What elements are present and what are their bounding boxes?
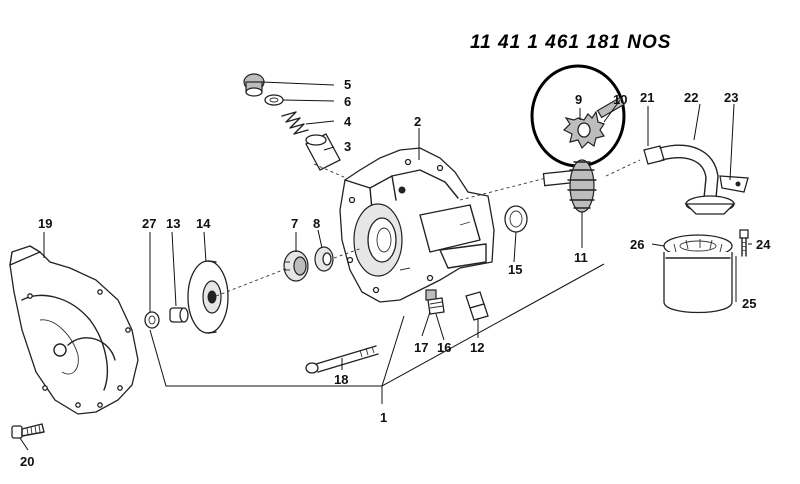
label-5: 5 — [344, 77, 351, 92]
gear-9 — [562, 96, 625, 150]
label-9: 9 — [575, 92, 582, 107]
label-14: 14 — [196, 216, 211, 231]
label-25: 25 — [742, 296, 756, 311]
spacer-13 — [169, 307, 189, 323]
part-number-title: 11 41 1 461 181 NOS — [470, 32, 671, 53]
label-22: 22 — [684, 90, 698, 105]
label-6: 6 — [344, 94, 351, 109]
label-21: 21 — [640, 90, 654, 105]
plug-16 — [427, 297, 445, 315]
label-18: 18 — [334, 372, 348, 387]
label-12: 12 — [470, 340, 484, 355]
label-17: 17 — [414, 340, 428, 355]
label-7: 7 — [291, 216, 298, 231]
drive-gear-11 — [542, 159, 597, 213]
label-27: 27 — [142, 216, 156, 231]
cover-plate — [9, 245, 139, 415]
label-1: 1 — [380, 410, 387, 425]
cover-bolt — [11, 423, 45, 439]
label-3: 3 — [344, 139, 351, 154]
label-20: 20 — [20, 454, 34, 469]
label-11: 11 — [574, 250, 588, 265]
oil-filter — [663, 234, 733, 314]
label-23: 23 — [724, 90, 738, 105]
label-26: 26 — [630, 237, 644, 252]
label-19: 19 — [38, 216, 52, 231]
assembly-axis-lines — [215, 159, 641, 297]
label-13: 13 — [166, 216, 180, 231]
highlight-circle — [530, 64, 626, 168]
pump-housing — [339, 147, 495, 303]
pickup-pipe — [643, 144, 749, 215]
washer-6 — [264, 94, 284, 106]
valve-piston-3 — [305, 133, 341, 171]
seal-ring-15 — [504, 205, 528, 233]
label-2: 2 — [414, 114, 421, 129]
part-labels: 1 2 3 4 5 6 7 8 9 10 11 12 13 14 15 16 1… — [20, 77, 771, 469]
bearing-7 — [283, 250, 309, 282]
label-24: 24 — [756, 237, 771, 252]
label-4: 4 — [344, 114, 352, 129]
leader-lines — [19, 81, 752, 451]
long-bolt-18 — [305, 345, 379, 374]
label-15: 15 — [508, 262, 522, 277]
label-16: 16 — [437, 340, 451, 355]
fitting-12 — [465, 291, 489, 321]
valve-plug-5 — [243, 73, 265, 97]
nut-27 — [144, 311, 160, 329]
rotor-plate — [187, 260, 229, 334]
label-10: 10 — [613, 92, 627, 107]
bearing-8 — [314, 246, 334, 272]
spring-4 — [281, 111, 309, 135]
label-8: 8 — [313, 216, 320, 231]
bolt-24 — [739, 229, 749, 257]
